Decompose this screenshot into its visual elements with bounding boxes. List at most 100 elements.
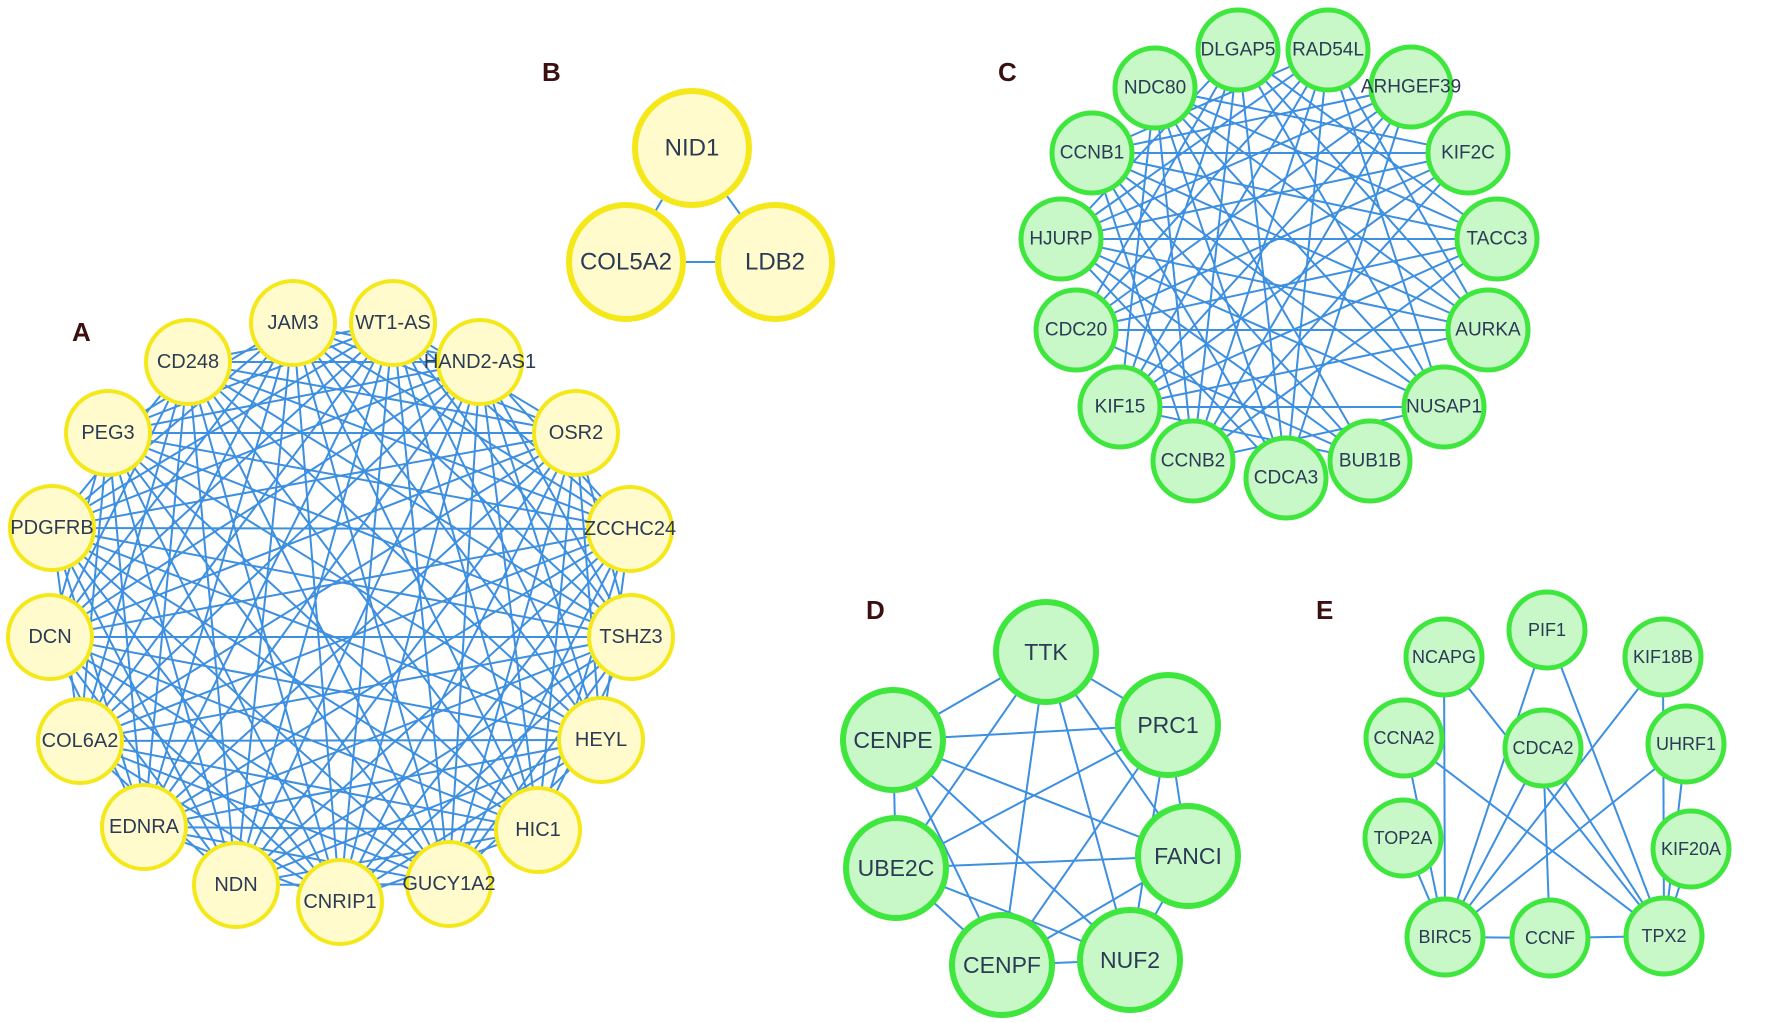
node-ttk[interactable]: TTK — [993, 599, 1099, 705]
node-arhgef39[interactable]: ARHGEF39 — [1361, 44, 1461, 130]
node-pdgfrb[interactable]: PDGFRB — [8, 484, 96, 572]
node-circle-tpx2 — [1623, 895, 1705, 977]
node-prc1[interactable]: PRC1 — [1115, 672, 1221, 778]
node-cenpf[interactable]: CENPF — [949, 912, 1055, 1018]
node-ncapg[interactable]: NCAPG — [1403, 616, 1485, 698]
edge-c-nusap1-ndc80 — [1154, 87, 1445, 408]
node-birc5[interactable]: BIRC5 — [1404, 896, 1486, 978]
edge-c-nusap1-ccnb1 — [1091, 152, 1445, 408]
node-cdc20[interactable]: CDC20 — [1033, 287, 1119, 373]
node-ccna2[interactable]: CCNA2 — [1363, 697, 1445, 779]
edge-c-tacc3-kif15 — [1119, 238, 1498, 408]
node-zcchc24[interactable]: ZCCHC24 — [584, 485, 676, 573]
edge-a-wt1-as-cnrip1 — [339, 322, 394, 903]
node-pif1[interactable]: PIF1 — [1506, 589, 1588, 671]
node-cd248[interactable]: CD248 — [144, 318, 232, 406]
node-label-uhrf1: UHRF1 — [1656, 734, 1716, 754]
node-fanci[interactable]: FANCI — [1135, 803, 1241, 909]
edge-a-heyl-cnrip1 — [339, 739, 602, 903]
node-hic1[interactable]: HIC1 — [494, 786, 582, 874]
node-cdca3[interactable]: CDCA3 — [1243, 435, 1329, 521]
node-dlgap5[interactable]: DLGAP5 — [1195, 7, 1281, 93]
node-ccnf[interactable]: CCNF — [1509, 897, 1591, 979]
node-circle-ccnb1 — [1049, 110, 1135, 196]
node-label-top2a: TOP2A — [1374, 828, 1433, 848]
node-ldb2[interactable]: LDB2 — [715, 202, 835, 322]
edge-a-jam3-pdgfrb — [51, 322, 294, 529]
node-circle-wt1-as — [349, 279, 437, 367]
node-wt1-as[interactable]: WT1-AS — [349, 279, 437, 367]
node-col6a2[interactable]: COL6A2 — [36, 697, 124, 785]
node-osr2[interactable]: OSR2 — [532, 389, 620, 477]
node-circle-birc5 — [1404, 896, 1486, 978]
node-label-ccnf: CCNF — [1525, 928, 1575, 948]
node-circle-nusap1 — [1401, 364, 1487, 450]
node-hjurp[interactable]: HJURP — [1018, 196, 1104, 282]
edge-a-hand2-as1-col6a2 — [79, 361, 481, 742]
node-col5a2[interactable]: COL5A2 — [566, 202, 686, 322]
node-nid1[interactable]: NID1 — [632, 88, 752, 208]
edge-c-bub1b-kif15 — [1119, 406, 1371, 462]
node-cdca2[interactable]: CDCA2 — [1502, 707, 1584, 789]
node-peg3[interactable]: PEG3 — [64, 389, 152, 477]
node-circle-ncapg — [1403, 616, 1485, 698]
node-tshz3[interactable]: TSHZ3 — [587, 593, 675, 681]
edge-a-hand2-as1-peg3 — [107, 361, 481, 434]
node-kif18b[interactable]: KIF18B — [1622, 616, 1704, 698]
edge-e-ncapg-birc5 — [1443, 656, 1446, 938]
node-bub1b[interactable]: BUB1B — [1327, 418, 1413, 504]
node-cenpe[interactable]: CENPE — [840, 687, 946, 793]
node-uhrf1[interactable]: UHRF1 — [1645, 703, 1727, 785]
node-dcn[interactable]: DCN — [6, 593, 94, 681]
node-circle-hjurp — [1018, 196, 1104, 282]
edge-a-wt1-as-ednra — [143, 322, 394, 828]
node-top2a[interactable]: TOP2A — [1362, 797, 1444, 879]
node-nusap1[interactable]: NUSAP1 — [1401, 364, 1487, 450]
edge-c-ccnb2-ccnb1 — [1091, 152, 1194, 462]
node-ndn[interactable]: NDN — [192, 841, 280, 929]
node-ndc80[interactable]: NDC80 — [1112, 45, 1198, 131]
node-circle-arhgef39 — [1368, 44, 1454, 130]
node-ednra[interactable]: EDNRA — [100, 783, 188, 871]
edge-a-jam3-cnrip1 — [292, 322, 341, 903]
edge-a-zcchc24-gucy1a2 — [448, 528, 631, 885]
node-jam3[interactable]: JAM3 — [249, 279, 337, 367]
node-circle-kif20a — [1650, 808, 1732, 890]
edge-a-col6a2-peg3 — [79, 432, 109, 742]
edge-c-arhgef39-kif15 — [1119, 86, 1412, 408]
edge-a-jam3-gucy1a2 — [292, 322, 450, 885]
node-cnrip1[interactable]: CNRIP1 — [296, 858, 384, 946]
node-circle-ttk — [993, 599, 1099, 705]
node-aurka[interactable]: AURKA — [1445, 287, 1531, 373]
node-kif2c[interactable]: KIF2C — [1425, 110, 1511, 196]
node-ccnb2[interactable]: CCNB2 — [1150, 418, 1236, 504]
node-circle-cenpe — [840, 687, 946, 793]
node-kif15[interactable]: KIF15 — [1077, 364, 1163, 450]
edge-a-tshz3-gucy1a2 — [448, 636, 632, 885]
node-circle-hand2-as1 — [436, 318, 524, 406]
node-circle-cd248 — [144, 318, 232, 406]
node-tacc3[interactable]: TACC3 — [1454, 196, 1540, 282]
node-nuf2[interactable]: NUF2 — [1077, 907, 1183, 1013]
edge-a-ndn-pdgfrb — [51, 527, 237, 886]
node-hand2-as1[interactable]: HAND2-AS1 — [424, 318, 536, 406]
edge-a-osr2-hic1 — [537, 432, 577, 831]
node-label-dcn: DCN — [28, 626, 71, 648]
node-ccnb1[interactable]: CCNB1 — [1049, 110, 1135, 196]
node-label-bub1b: BUB1B — [1339, 451, 1401, 472]
node-circle-kif15 — [1077, 364, 1163, 450]
edge-a-ndn-cd248 — [187, 361, 237, 886]
edge-a-jam3-ednra — [143, 322, 294, 828]
node-kif20a[interactable]: KIF20A — [1650, 808, 1732, 890]
node-ube2c[interactable]: UBE2C — [843, 815, 949, 921]
node-circle-hic1 — [494, 786, 582, 874]
node-tpx2[interactable]: TPX2 — [1623, 895, 1705, 977]
node-label-rad54l: RAD54L — [1292, 40, 1364, 61]
node-heyl[interactable]: HEYL — [557, 696, 645, 784]
edge-c-rad54l-nusap1 — [1327, 49, 1445, 408]
node-gucy1a2[interactable]: GUCY1A2 — [402, 840, 496, 928]
node-rad54l[interactable]: RAD54L — [1285, 7, 1371, 93]
edge-a-gucy1a2-ednra — [143, 826, 450, 885]
node-label-ednra: EDNRA — [109, 816, 180, 838]
node-label-osr2: OSR2 — [549, 422, 603, 444]
